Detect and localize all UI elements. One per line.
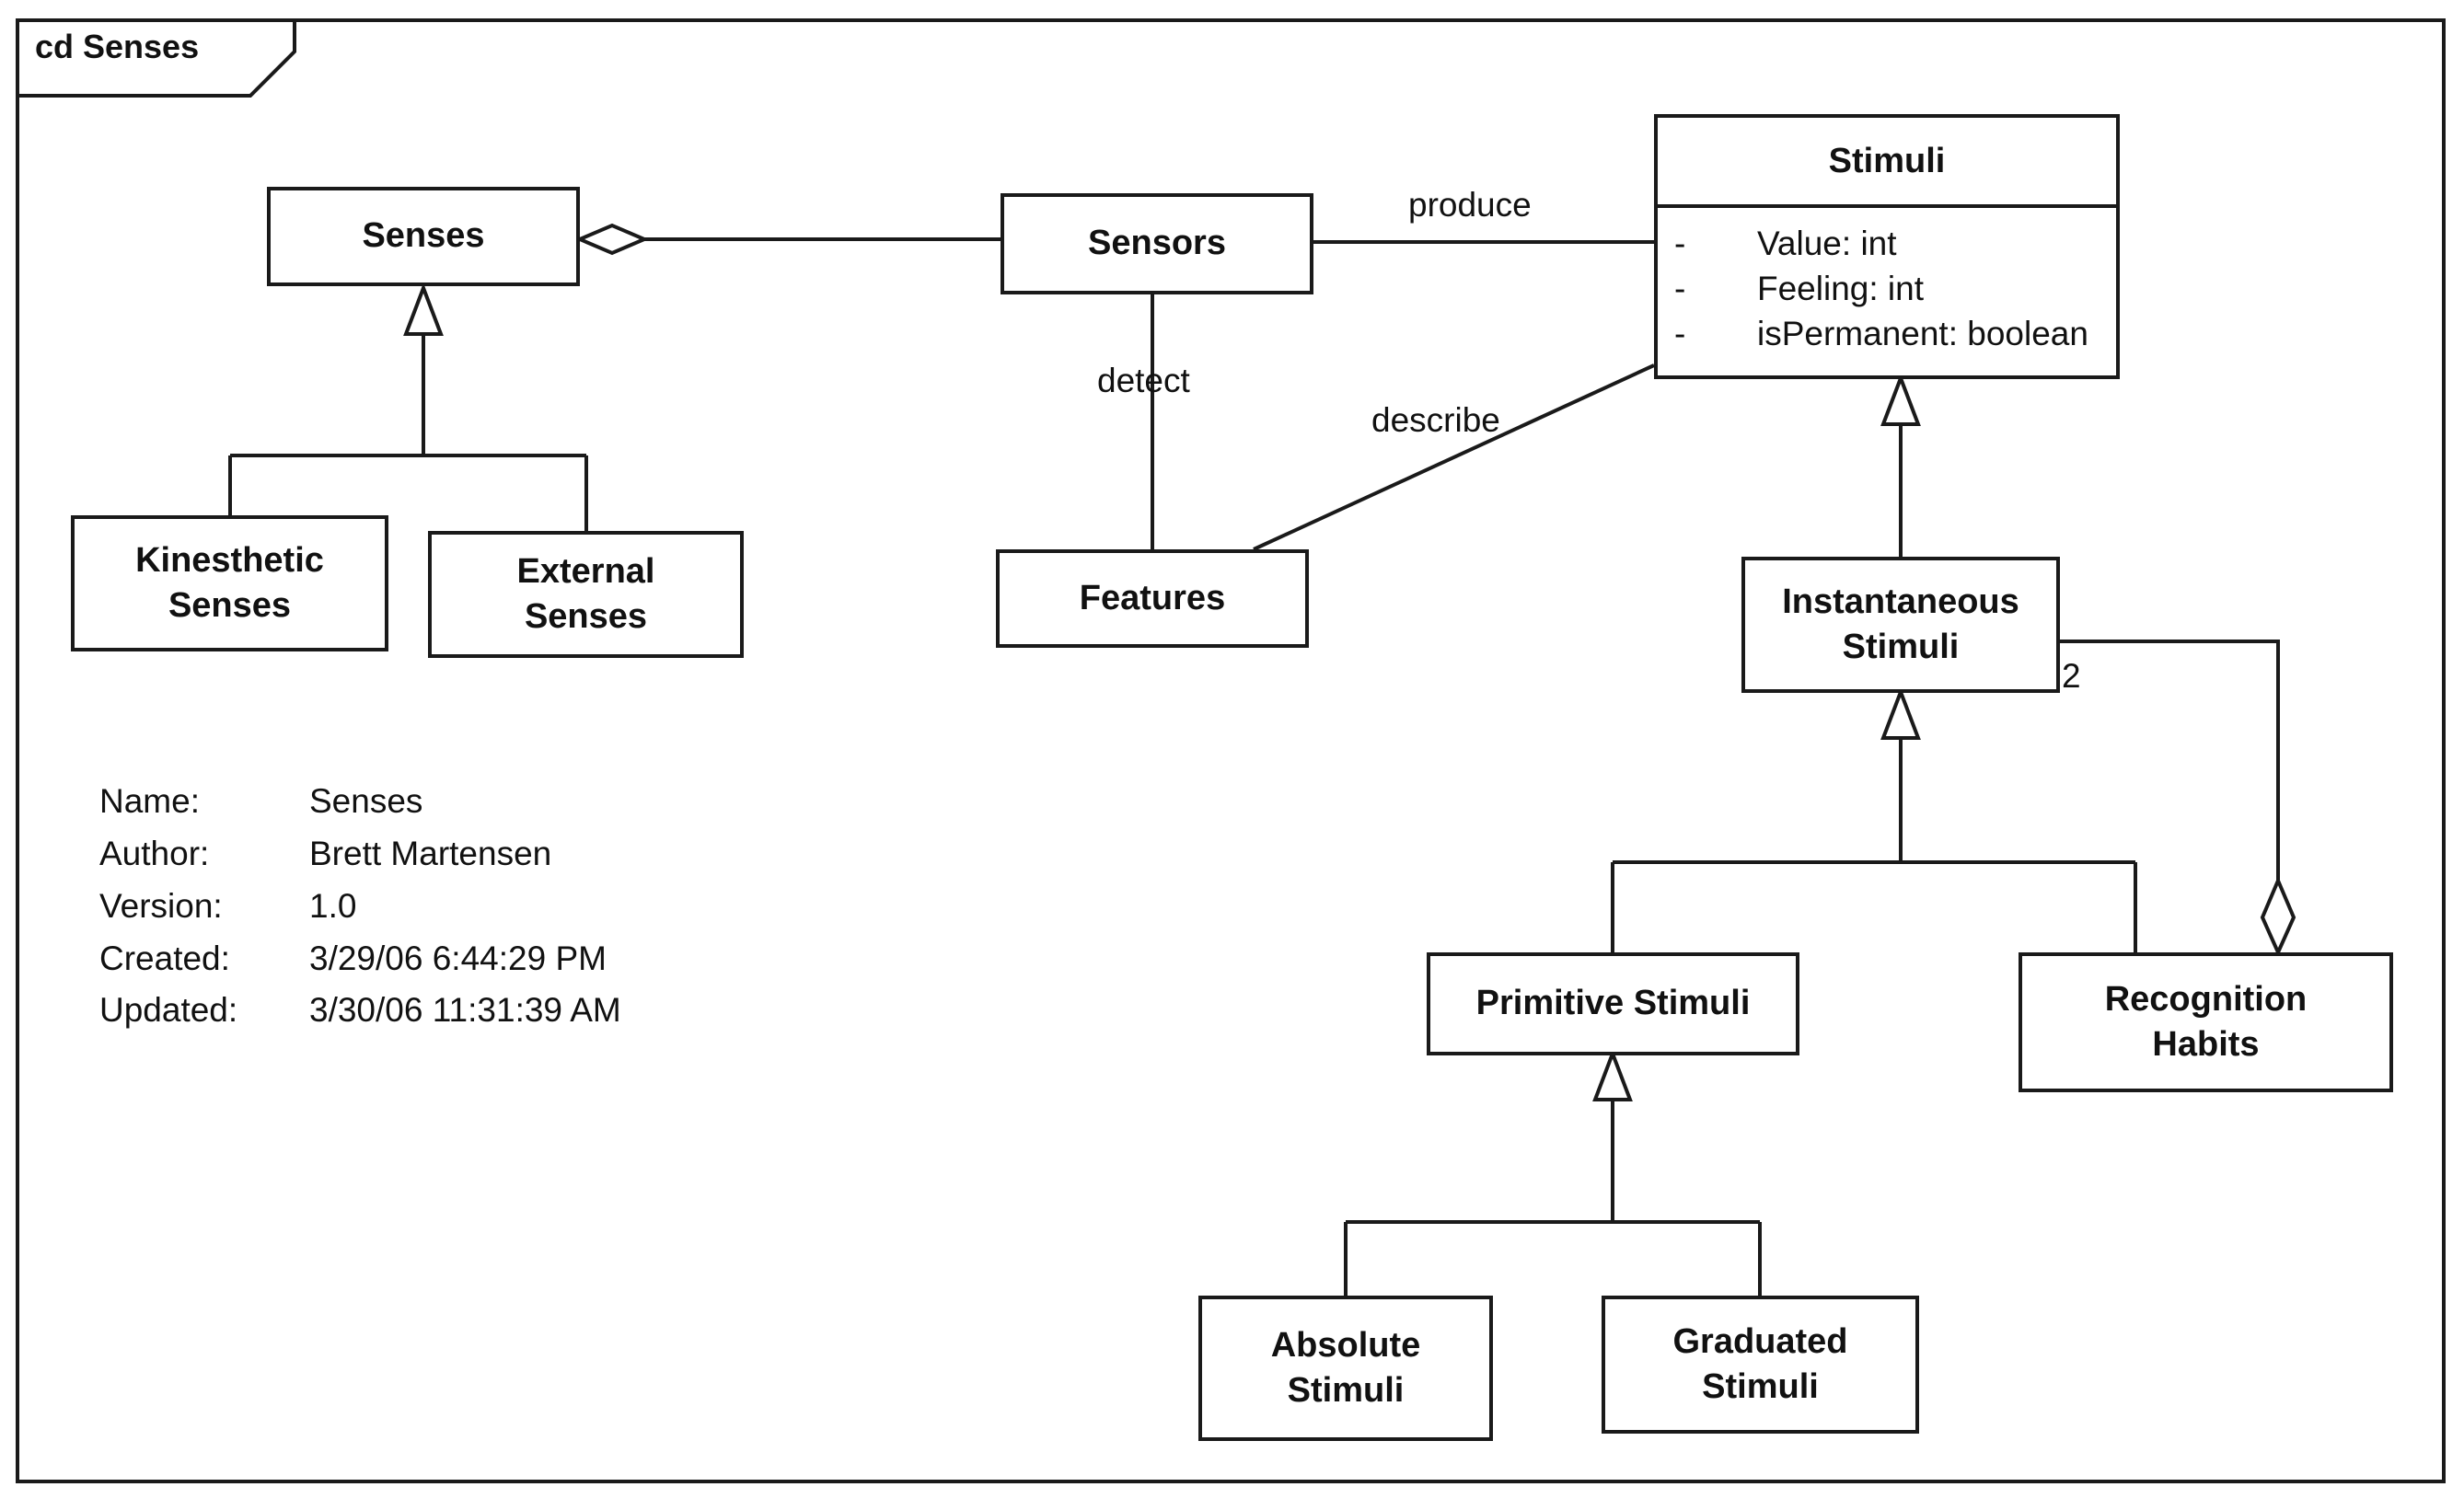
class-external-senses[interactable]: External Senses: [428, 531, 744, 658]
class-senses-label: Senses: [362, 216, 485, 256]
multiplicity-label: 2: [2062, 657, 2081, 695]
meta-version-value: 1.0: [309, 887, 357, 925]
class-kinesthetic-senses[interactable]: Kinesthetic Senses: [71, 515, 388, 651]
class-graduated-stimuli[interactable]: Graduated Stimuli: [1602, 1296, 1919, 1434]
association-label-describe: describe: [1371, 401, 1500, 439]
class-external-senses-label: External Senses: [516, 551, 655, 636]
class-recognition-habits-label: Recognition Habits: [2104, 979, 2308, 1064]
meta-author-value: Brett Martensen: [309, 835, 552, 872]
attribute-visibility: -: [1674, 315, 1686, 352]
attribute-visibility: -: [1674, 270, 1686, 307]
class-sensors-label: Sensors: [1088, 224, 1226, 263]
association-label-detect: detect: [1097, 362, 1190, 399]
meta-author-key: Author:: [99, 835, 210, 872]
meta-created-key: Created:: [99, 939, 230, 977]
describe-association-line: [1253, 363, 1655, 551]
meta-name-key: Name:: [99, 782, 200, 820]
class-stimuli[interactable]: Stimuli - Value: int - Feeling: int - is…: [1654, 114, 2120, 379]
attribute-text: isPermanent: boolean: [1757, 315, 2088, 352]
class-graduated-stimuli-label: Graduated Stimuli: [1672, 1321, 1848, 1406]
meta-name-value: Senses: [309, 782, 423, 820]
class-kinesthetic-senses-label: Kinesthetic Senses: [135, 540, 324, 625]
class-primitive-stimuli[interactable]: Primitive Stimuli: [1427, 952, 1799, 1055]
class-primitive-stimuli-label: Primitive Stimuli: [1475, 984, 1751, 1023]
meta-created-value: 3/29/06 6:44:29 PM: [309, 939, 607, 977]
class-instantaneous-stimuli-label: Instantaneous Stimuli: [1782, 582, 2019, 666]
class-features-label: Features: [1079, 578, 1226, 617]
meta-version-key: Version:: [99, 887, 223, 925]
class-absolute-stimuli[interactable]: Absolute Stimuli: [1198, 1296, 1493, 1441]
attribute-visibility: -: [1674, 225, 1686, 262]
attribute-text: Feeling: int: [1757, 270, 1924, 307]
class-instantaneous-stimuli[interactable]: Instantaneous Stimuli: [1741, 557, 2060, 693]
meta-updated-key: Updated:: [99, 991, 238, 1029]
generalization-arrow-instantaneous: [1880, 686, 1921, 740]
diagram-title: cd Senses: [35, 28, 200, 65]
class-stimuli-header: Stimuli: [1658, 118, 2116, 208]
class-sensors[interactable]: Sensors: [1001, 193, 1313, 294]
generalization-arrow-primitive: [1592, 1048, 1633, 1101]
class-senses[interactable]: Senses: [267, 187, 580, 286]
association-label-produce: produce: [1408, 186, 1532, 224]
class-features[interactable]: Features: [996, 549, 1309, 648]
meta-updated-value: 3/30/06 11:31:39 AM: [309, 991, 621, 1029]
class-recognition-habits[interactable]: Recognition Habits: [2019, 952, 2393, 1092]
frame-tab-outline: [17, 20, 296, 98]
generalization-arrow-stimuli: [1880, 373, 1921, 426]
attribute-text: Value: int: [1757, 225, 1897, 262]
class-absolute-stimuli-label: Absolute Stimuli: [1270, 1325, 1421, 1410]
aggregation-diamond-recognition: [2260, 875, 2296, 957]
diagram-frame: [16, 18, 2446, 1483]
generalization-arrow-senses: [403, 282, 444, 336]
recognition-aggregation-line: [2060, 640, 2280, 881]
aggregation-diamond-senses: [574, 223, 650, 256]
